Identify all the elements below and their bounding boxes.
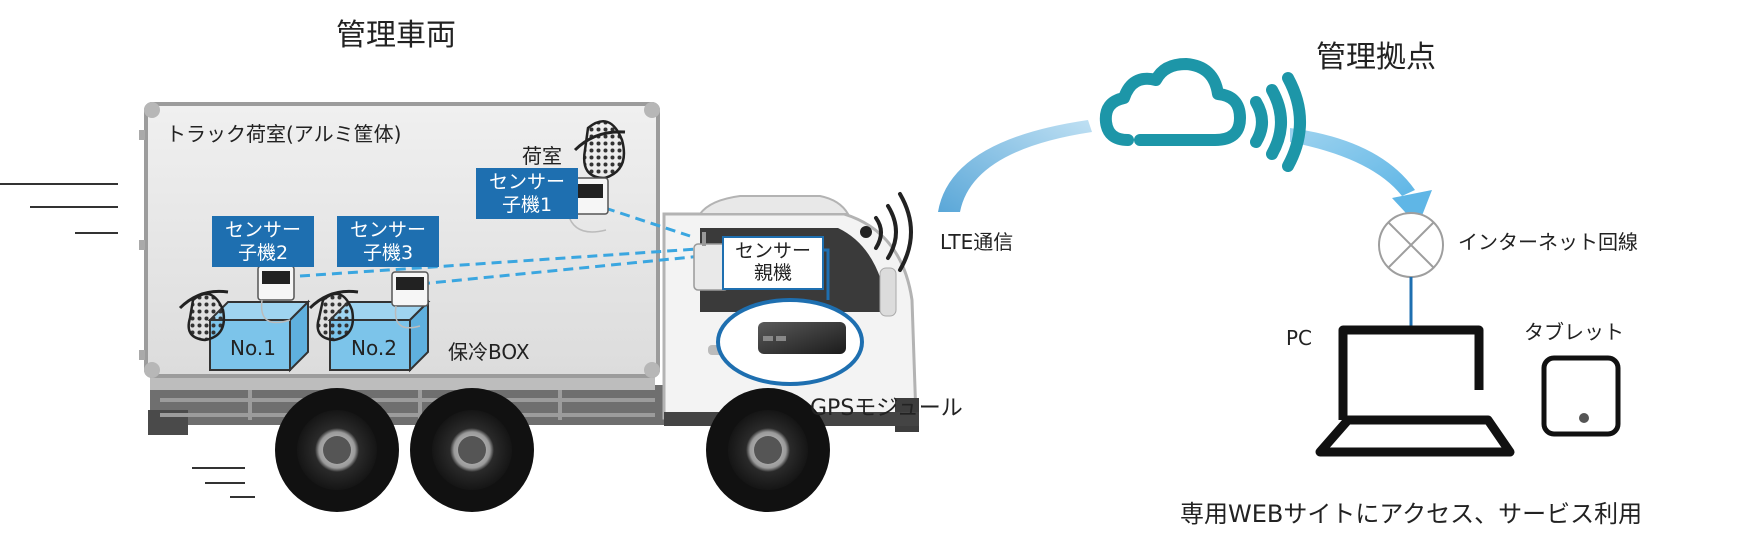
internet-node-icon bbox=[1378, 212, 1444, 330]
sensor-3-line1: センサー bbox=[349, 219, 426, 241]
sensor-3-line2: 子機3 bbox=[362, 242, 414, 264]
downlink-arrow bbox=[1290, 128, 1432, 226]
sensor-2-line2: 子機2 bbox=[237, 242, 289, 264]
sensor-device-3 bbox=[391, 271, 429, 329]
tablet-icon bbox=[1541, 355, 1621, 437]
probe-icon-box2 bbox=[308, 289, 359, 342]
pc-label: PC bbox=[1286, 326, 1313, 350]
sensor-1-label: センサー 子機1 bbox=[476, 168, 578, 219]
box-2-label: No.2 bbox=[351, 336, 397, 360]
truck-signal-icon bbox=[860, 192, 913, 272]
middle-wheel bbox=[410, 388, 534, 512]
base-title: 管理拠点 bbox=[1316, 40, 1436, 75]
sensor-device-1 bbox=[567, 177, 609, 233]
internet-label: インターネット回線 bbox=[1458, 230, 1638, 254]
vehicle-title: 管理車両 bbox=[336, 18, 456, 53]
sensor-1-line1: センサー bbox=[488, 171, 565, 193]
speed-lines bbox=[0, 183, 255, 498]
sensor-2-line1: センサー bbox=[224, 219, 301, 241]
laptop-icon bbox=[1315, 325, 1515, 457]
room-label: 荷室 bbox=[522, 144, 562, 168]
gps-module bbox=[716, 298, 864, 386]
parent-line1: センサー bbox=[734, 240, 811, 262]
probe-icon-room bbox=[573, 120, 626, 180]
cargo-label: トラック荷室(アルミ筐体) bbox=[166, 122, 402, 146]
sensor-3-label: センサー 子機3 bbox=[337, 216, 439, 267]
cold-box-2 bbox=[327, 299, 431, 373]
gps-label: GPSモジュール bbox=[810, 396, 963, 421]
probe-icon-box1 bbox=[178, 289, 229, 342]
cloud-icon bbox=[1099, 58, 1306, 172]
sensor-2-label: センサー 子機2 bbox=[212, 216, 314, 267]
bottom-caption: 専用WEBサイトにアクセス、サービス利用 bbox=[1180, 500, 1643, 528]
tablet-label: タブレット bbox=[1524, 320, 1624, 344]
rear-wheel bbox=[275, 388, 399, 512]
cold-box-label: 保冷BOX bbox=[448, 340, 530, 364]
box-1-label: No.1 bbox=[230, 336, 276, 360]
lte-uplink-arc bbox=[938, 120, 1092, 212]
sensor-1-line2: 子機1 bbox=[501, 194, 553, 216]
lte-label: LTE通信 bbox=[940, 230, 1014, 254]
parent-line2: 親機 bbox=[753, 262, 792, 284]
front-wheel bbox=[706, 388, 830, 512]
parent-label: センサー 親機 bbox=[722, 236, 824, 290]
